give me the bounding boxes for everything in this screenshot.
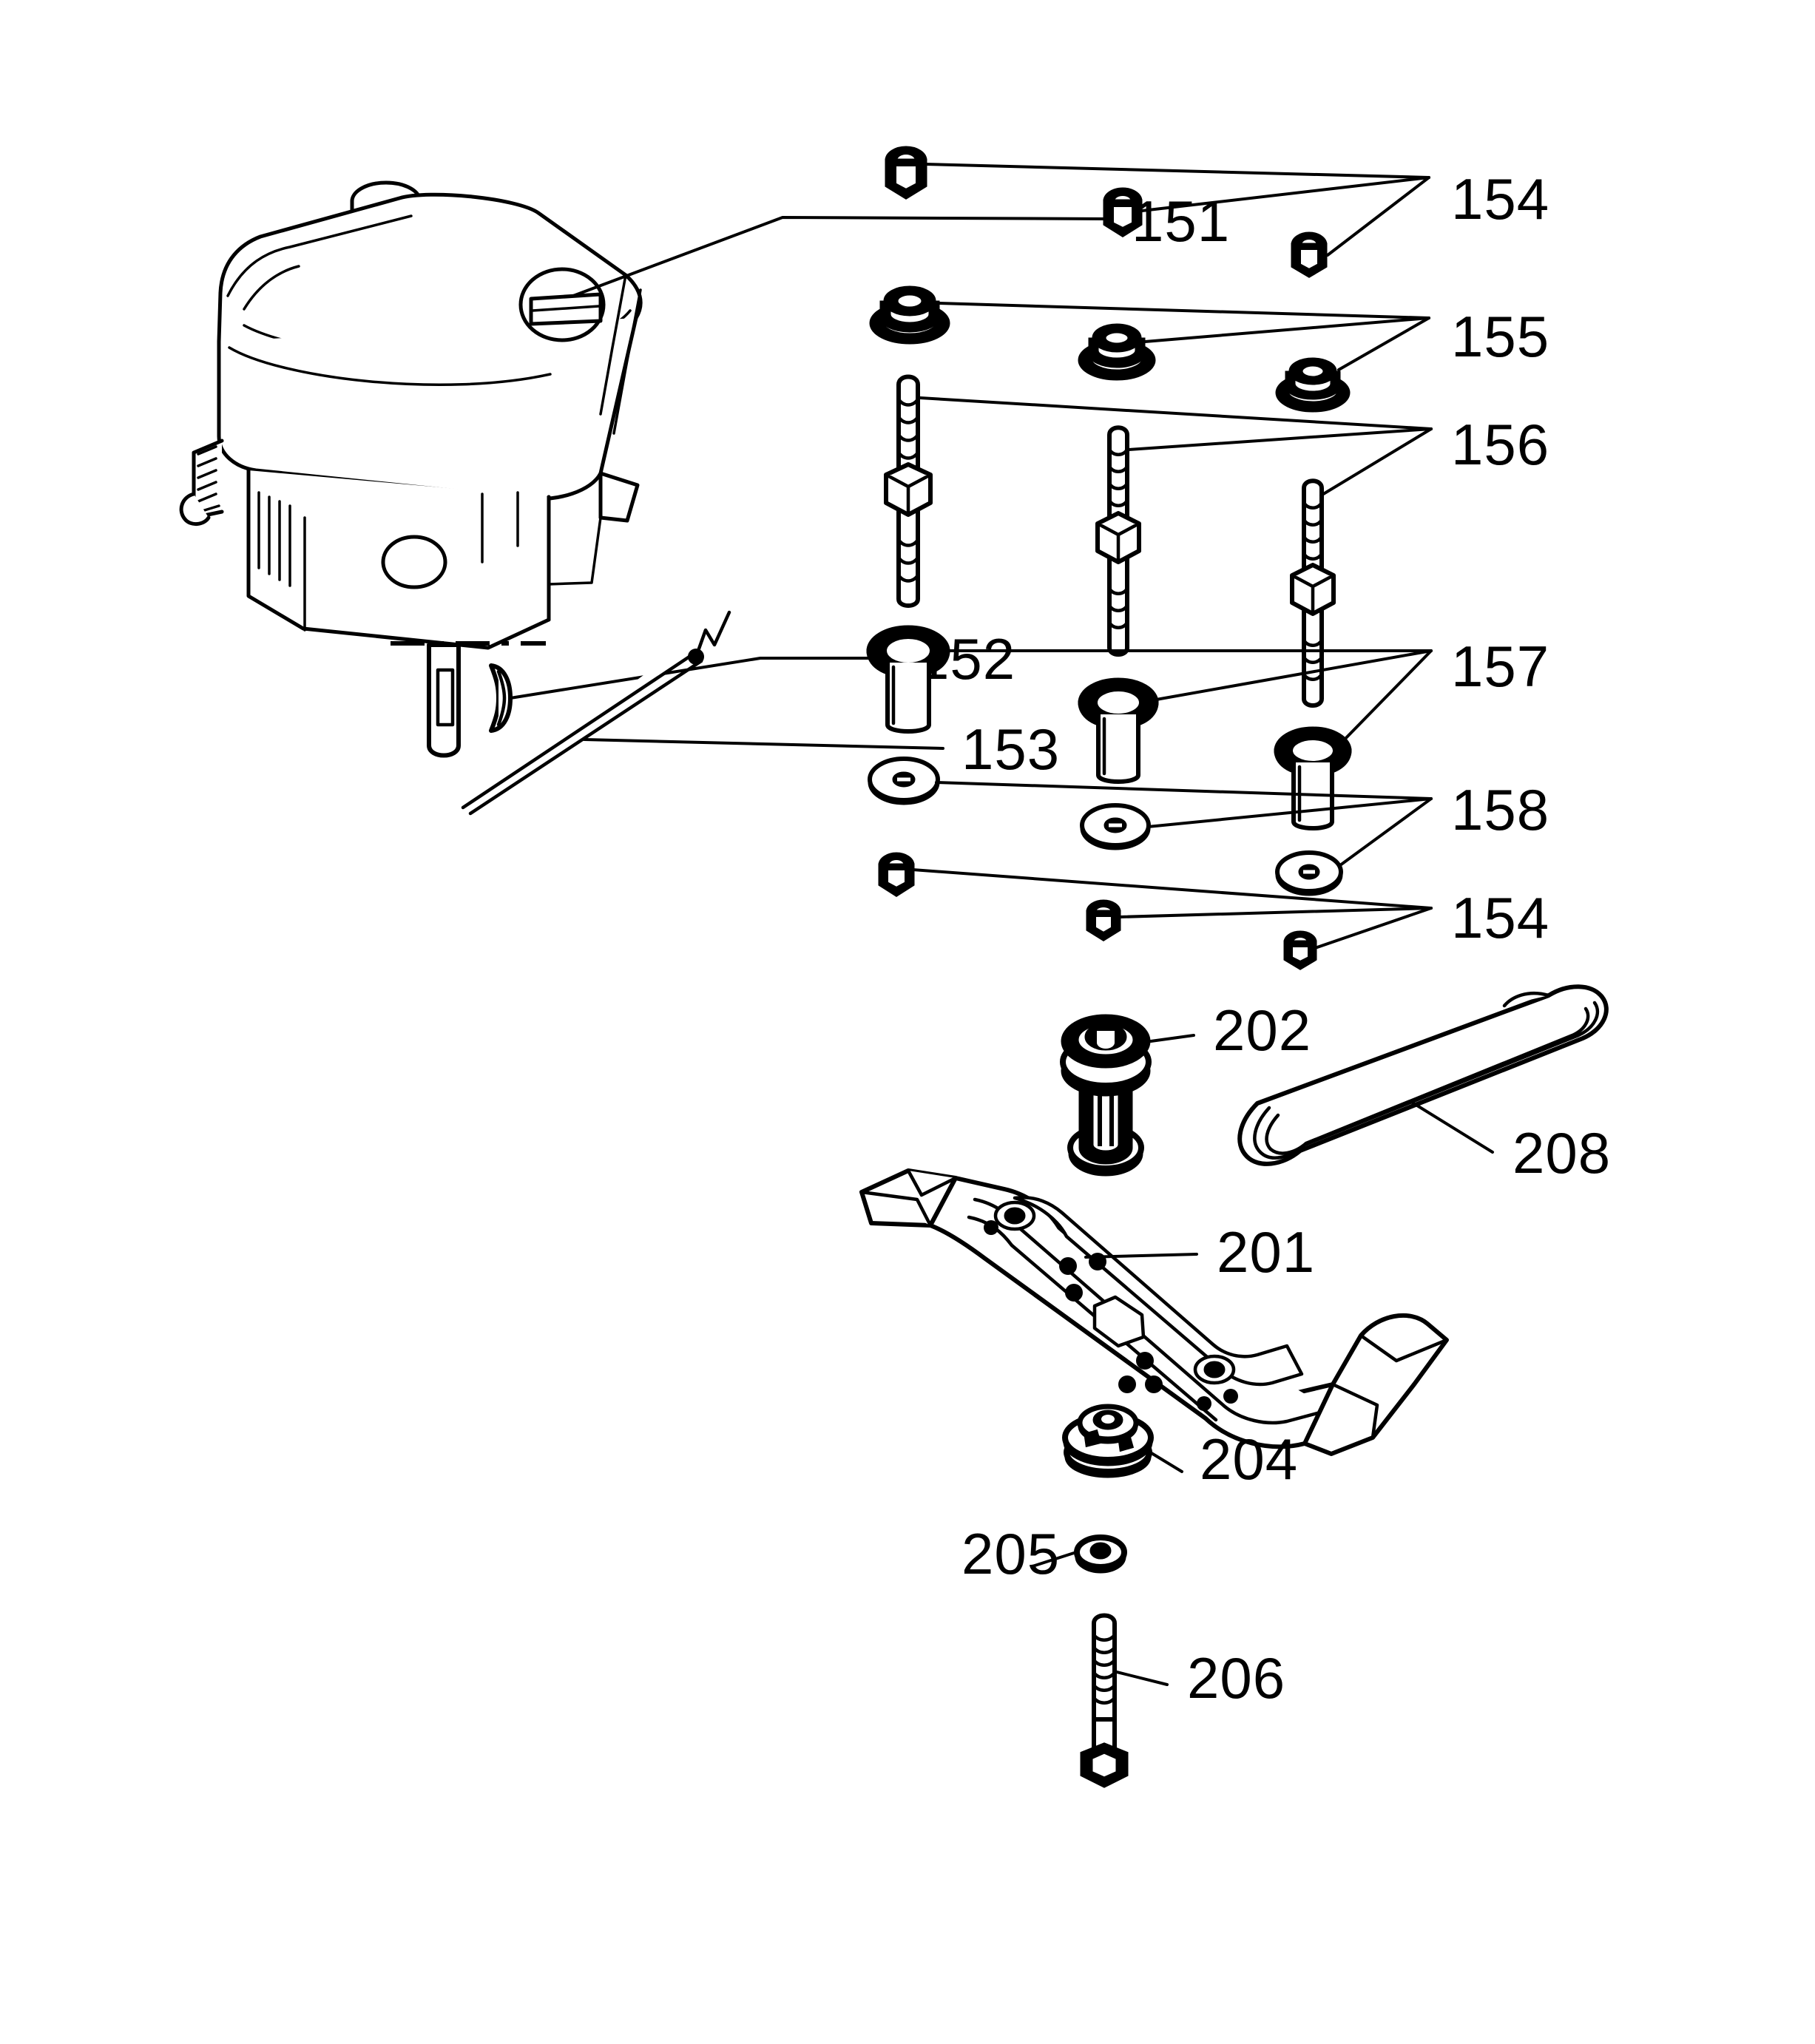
callout-201[interactable]: 201 <box>1084 1219 1315 1285</box>
stud-group[interactable] <box>884 374 1336 708</box>
mounting-stud[interactable] <box>884 374 933 608</box>
washer-group[interactable] <box>868 757 1343 896</box>
callout-202[interactable]: 202 <box>1149 998 1311 1063</box>
flywheel-key-152[interactable] <box>391 641 546 758</box>
lock-nut[interactable] <box>1103 187 1143 237</box>
callout-label-204: 204 <box>1200 1427 1298 1492</box>
callout-154-bottom[interactable]: 154 <box>911 868 1549 950</box>
lock-nut-group-bottom[interactable] <box>878 852 1317 970</box>
callout-label-154-top: 154 <box>1451 166 1549 231</box>
flat-washer[interactable] <box>868 757 940 805</box>
rubber-grommet[interactable] <box>1275 357 1351 413</box>
lock-nut[interactable] <box>1283 930 1317 970</box>
mounting-stud[interactable] <box>1095 425 1141 657</box>
flat-washer[interactable] <box>1275 850 1343 896</box>
blade-hub-adapter-204[interactable] <box>1062 1404 1154 1478</box>
rubber-grommet[interactable] <box>1078 323 1156 381</box>
rubber-grommet[interactable] <box>869 285 950 345</box>
callout-label-201: 201 <box>1217 1219 1315 1285</box>
drive-belt-208[interactable] <box>1237 984 1609 1166</box>
spacer-group[interactable] <box>866 625 1352 830</box>
blade-adapter-pulley-202[interactable] <box>1060 1014 1152 1177</box>
callout-label-206: 206 <box>1187 1645 1285 1710</box>
callout-205[interactable]: 205 <box>961 1521 1075 1586</box>
callout-204[interactable]: 204 <box>1146 1427 1298 1492</box>
callout-label-205: 205 <box>961 1521 1060 1586</box>
lock-nut[interactable] <box>1291 231 1328 278</box>
grommet-group[interactable] <box>869 285 1351 413</box>
lock-nut[interactable] <box>885 146 927 200</box>
engine-assembly-151[interactable] <box>179 180 643 650</box>
callout-label-155: 155 <box>1451 304 1549 369</box>
lock-nut[interactable] <box>878 852 915 897</box>
callout-208[interactable]: 208 <box>1410 1100 1611 1185</box>
callout-153[interactable]: 153 <box>583 717 1060 782</box>
callout-label-208: 208 <box>1512 1120 1611 1185</box>
callout-label-153: 153 <box>961 717 1060 782</box>
lock-nut-group-top[interactable] <box>885 146 1328 278</box>
callout-158[interactable]: 158 <box>935 777 1549 867</box>
spacer-bushing[interactable] <box>1078 677 1159 784</box>
mower-blade-201[interactable] <box>859 1168 1449 1456</box>
blade-bolt-206[interactable] <box>1080 1613 1129 1788</box>
callout-label-202: 202 <box>1213 998 1311 1063</box>
callout-label-151: 151 <box>1132 189 1230 254</box>
callout-label-156: 156 <box>1451 412 1549 477</box>
callout-label-158: 158 <box>1451 777 1549 842</box>
dipstick-rod-153[interactable] <box>461 610 731 816</box>
callout-206[interactable]: 206 <box>1112 1645 1285 1710</box>
callout-157[interactable]: 157 <box>939 634 1549 745</box>
callout-label-154-bottom: 154 <box>1451 885 1549 950</box>
callout-label-157: 157 <box>1451 634 1549 699</box>
callout-155[interactable]: 155 <box>936 302 1549 371</box>
callout-156[interactable]: 156 <box>919 396 1549 497</box>
callout-151[interactable]: 151 <box>572 189 1230 297</box>
lock-nut[interactable] <box>1086 899 1121 941</box>
callout-154-top[interactable]: 154 <box>924 163 1549 257</box>
blade-washer-205[interactable] <box>1074 1534 1127 1574</box>
flat-washer[interactable] <box>1080 803 1151 850</box>
